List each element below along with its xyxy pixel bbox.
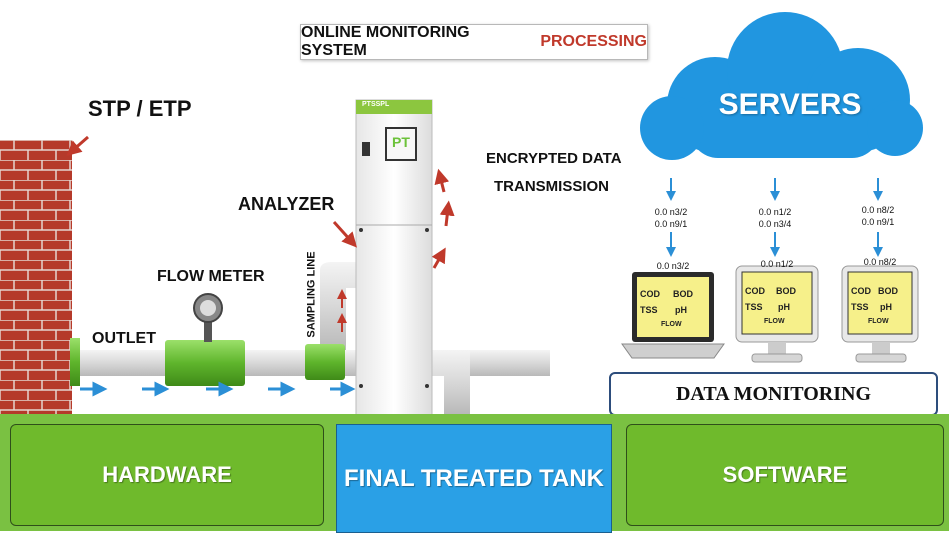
sampling-line-label: SAMPLING LINE [305, 251, 318, 338]
server-reading-1: 0.0 n3/2 0.0 n9/1 [654, 207, 688, 229]
transmission-arrow [431, 247, 446, 269]
server-reading-3-bottom: 0.0 n8/2 [863, 257, 897, 267]
server-reading-2-bottom: 0.0 n1/2 [760, 259, 794, 269]
monitor-screen: COD BOD TSS pH FLOW [851, 286, 898, 325]
software-panel: SOFTWARE [626, 424, 944, 526]
encrypted-label-line2: TRANSMISSION [494, 178, 610, 195]
servers-label: SERVERS [718, 88, 862, 121]
analyzer-display [385, 127, 417, 161]
desktop-monitor [735, 265, 819, 363]
sampling-pipe [320, 262, 358, 350]
analyzer-indicator [362, 142, 370, 156]
analyzer-logo: PT [392, 134, 410, 150]
server-reading-2: 0.0 n1/2 0.0 n3/4 [758, 207, 792, 229]
diagram-title: ONLINE MONITORING SYSTEM PROCESSING [300, 24, 648, 60]
servers-cloud [640, 12, 923, 160]
laptop-screen: COD BOD TSS pH FLOW [640, 289, 693, 328]
data-monitoring-box: DATA MONITORING [609, 372, 938, 416]
sampling-tee [305, 344, 345, 380]
server-reading-1-bottom: 0.0 n3/2 [656, 261, 690, 271]
analyzer-label: ANALYZER [238, 194, 335, 214]
analyzer-top-band [356, 100, 432, 114]
server-reading-3: 0.0 n8/2 0.0 n9/1 [861, 205, 895, 227]
title-accent: PROCESSING [540, 33, 647, 50]
stp-etp-label: STP / ETP [88, 96, 192, 121]
outlet-flange [70, 338, 80, 386]
final-treated-tank: FINAL TREATED TANK [336, 424, 612, 533]
analyzer-brand: PTSSPL [362, 101, 390, 108]
laptop-monitor [621, 272, 725, 359]
transmission-arrow [434, 168, 450, 193]
encrypted-label-line1: ENCRYPTED DATA [486, 150, 622, 167]
flow-meter-body [165, 340, 245, 386]
flow-meter-stem [204, 318, 212, 342]
hardware-panel: HARDWARE [10, 424, 324, 526]
outlet-label: OUTLET [92, 330, 156, 347]
flow-meter-label: FLOW METER [157, 268, 265, 285]
title-main: ONLINE MONITORING SYSTEM [301, 24, 470, 59]
analyzer-pointer-arrow [332, 220, 358, 248]
brick-wall [0, 140, 72, 415]
monitor-screen: COD BOD TSS pH FLOW [745, 286, 796, 325]
transmission-arrow [439, 200, 455, 227]
stp-pointer-arrow [66, 135, 89, 156]
desktop-monitor [841, 265, 919, 363]
